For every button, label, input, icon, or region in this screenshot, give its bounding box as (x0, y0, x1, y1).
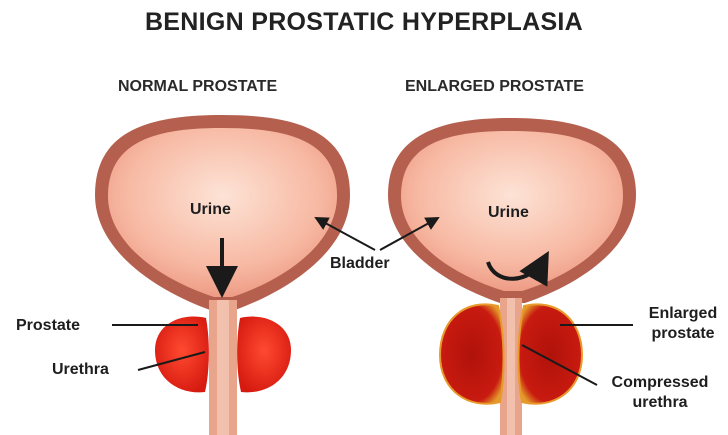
enlarged-prostate-line1: Enlarged (643, 304, 723, 324)
enlarged-prostate-line2: prostate (643, 324, 723, 344)
prostate-label: Prostate (16, 316, 80, 336)
compressed-urethra-line2: urethra (598, 393, 722, 413)
urethra-label: Urethra (52, 360, 109, 380)
normal-urine-label: Urine (190, 200, 231, 220)
compressed-urethra-label: Compressed urethra (598, 373, 722, 413)
compressed-urethra-line1: Compressed (598, 373, 722, 393)
enlarged-prostate-label: Enlarged prostate (643, 304, 723, 344)
enlarged-urine-label: Urine (488, 203, 529, 223)
bladder-label: Bladder (330, 254, 390, 274)
